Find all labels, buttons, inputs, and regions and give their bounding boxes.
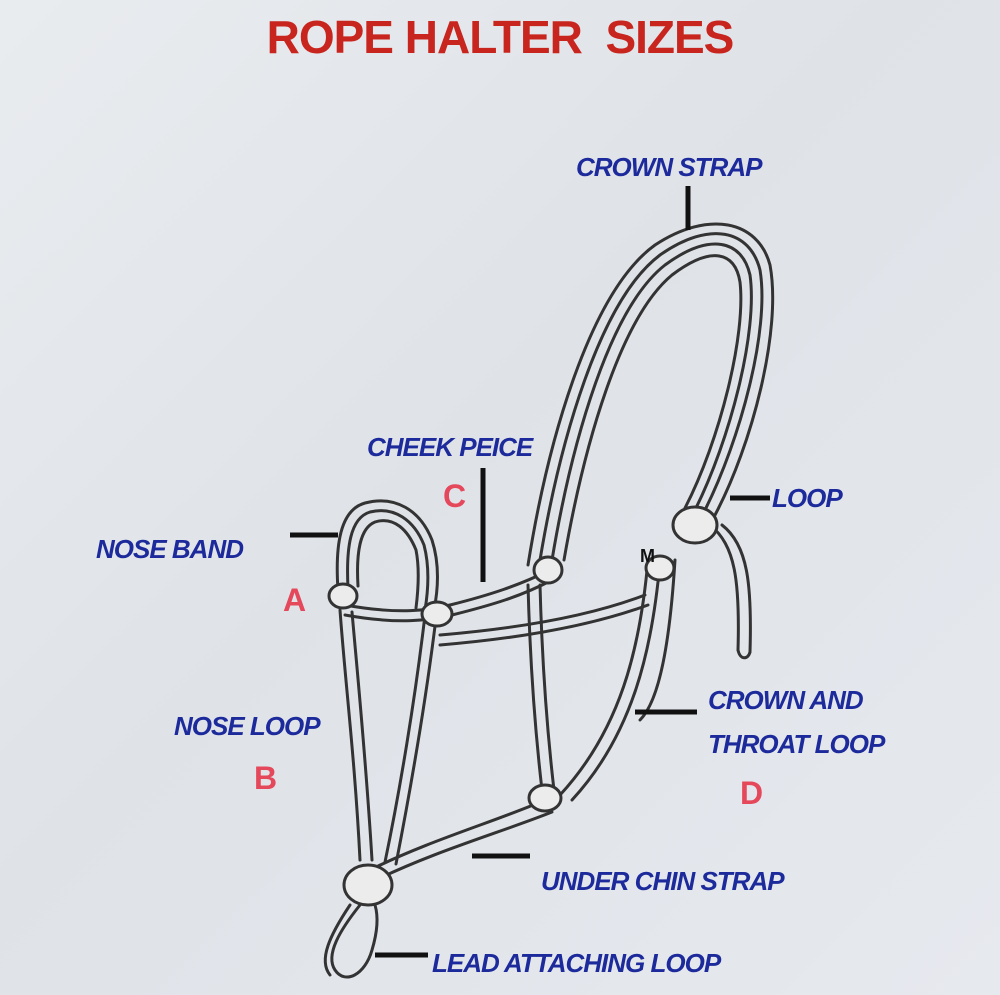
label-under-chin-strap: UNDER CHIN STRAP <box>541 866 785 896</box>
leader-lines <box>290 186 770 958</box>
letter-a: A <box>283 582 307 618</box>
knot-mark: M <box>640 546 655 566</box>
diagram-title: ROPE HALTER SIZES <box>266 11 735 63</box>
label-crown-throat-line2: THROAT LOOP <box>708 729 885 759</box>
crown-strap-rope <box>526 222 775 567</box>
label-nose-loop: NOSE LOOP <box>174 711 321 741</box>
cheek-down-rope <box>526 583 556 792</box>
label-cheek-piece: CHEEK PEICE <box>367 432 533 462</box>
letter-d: D <box>740 775 764 811</box>
cheek-piece-rope <box>343 568 650 647</box>
nose-loop-rope <box>338 608 438 866</box>
loop-tail-rope <box>708 523 752 660</box>
label-lead-attaching-loop: LEAD ATTACHING LOOP <box>432 948 721 978</box>
label-loop: LOOP <box>772 483 843 513</box>
letter-b: B <box>254 760 278 796</box>
under-chin-rope <box>368 798 554 884</box>
label-nose-band: NOSE BAND <box>96 534 244 564</box>
knots <box>327 505 719 907</box>
label-crown-strap: CROWN STRAP <box>576 152 762 182</box>
label-crown-throat-line1: CROWN AND <box>708 685 864 715</box>
letter-c: C <box>443 478 467 514</box>
crown-throat-rope <box>558 558 677 802</box>
lead-attaching-loop-rope <box>323 903 379 979</box>
nose-band-rope <box>335 499 439 612</box>
